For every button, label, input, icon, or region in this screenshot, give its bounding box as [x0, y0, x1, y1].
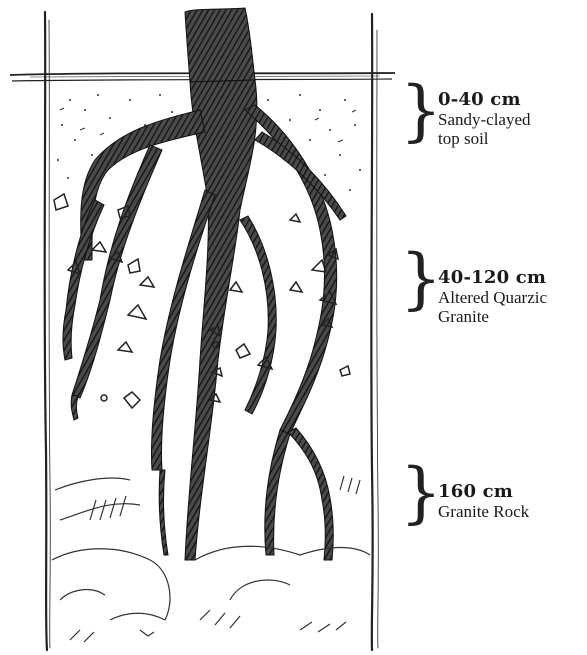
layer-description: Sandy-clayed: [438, 110, 531, 129]
layer-description: Granite Rock: [438, 502, 529, 521]
layer-label-topsoil: } 0-40 cm Sandy-clayed top soil: [400, 80, 587, 150]
layer-depth: 0-40 cm: [438, 90, 531, 110]
layer-label-altered-granite: } 40-120 cm Altered Quarzic Granite: [400, 248, 587, 318]
layer-description: Altered Quarzic: [438, 288, 547, 307]
brace-icon: }: [400, 244, 442, 314]
layer-description: top soil: [438, 129, 531, 148]
brace-icon: }: [400, 458, 442, 528]
layer-description: Granite: [438, 307, 547, 326]
root-system: [63, 8, 346, 560]
layer-depth: 40-120 cm: [438, 268, 547, 288]
brace-icon: }: [400, 76, 442, 146]
layer-depth: 160 cm: [438, 482, 529, 502]
layer-label-granite-rock: } 160 cm Granite Rock: [400, 462, 587, 532]
